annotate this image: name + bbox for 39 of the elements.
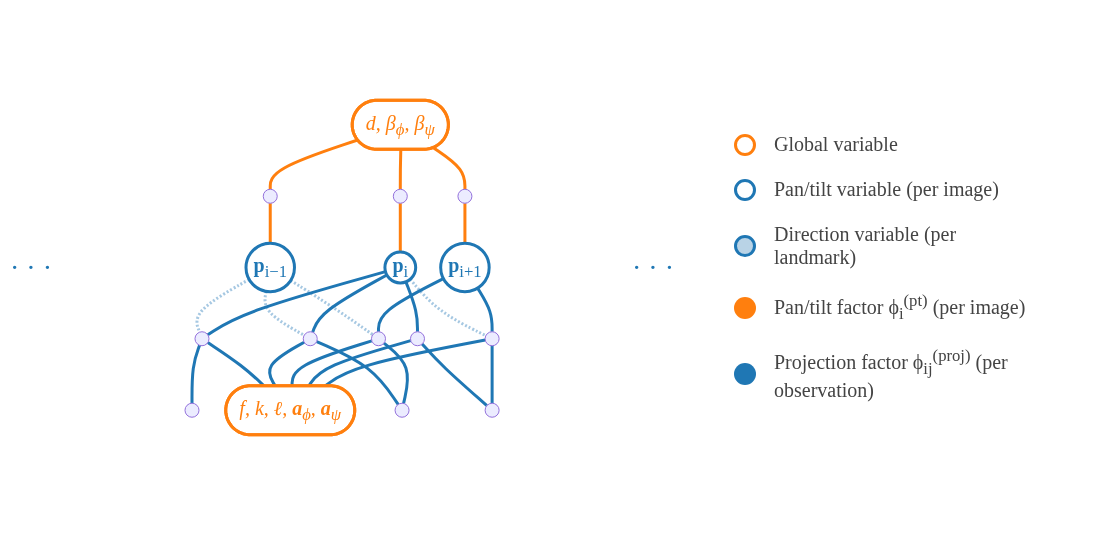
connector [376, 277, 444, 332]
node-circle [392, 188, 408, 204]
legend-text: Pan/tilt factor ϕ$_{i}$$^{(pt)}$ (per image) [773, 291, 1027, 324]
node-circle: p$_{i−1}$ [244, 241, 296, 294]
legend-text: Direction variable (per landmark) [773, 223, 958, 270]
node-circle: p$_{i+1}$ [439, 241, 491, 294]
node-circle [394, 402, 410, 418]
node-circle [262, 188, 278, 204]
connector [432, 146, 467, 190]
node-circle [484, 402, 500, 418]
node-circle [370, 331, 386, 347]
legend-text: Projection factor ϕ$_{ij}$$^{(proj)}$ (per observation) [773, 346, 1009, 402]
node-circle [194, 331, 210, 347]
ellipsis: · · · [9, 251, 53, 284]
connector [268, 203, 272, 244]
connector [195, 278, 250, 333]
connector [490, 345, 494, 404]
node-circle [457, 188, 473, 204]
node-circle [184, 402, 200, 418]
connector [190, 344, 201, 404]
node-circle [302, 331, 318, 347]
connector [420, 342, 488, 407]
legend-text: Global variable [773, 133, 899, 157]
connector [398, 203, 402, 253]
connector [404, 281, 419, 332]
connector [408, 278, 487, 337]
node-circle: p$_{i}$ [383, 250, 418, 285]
node-circle [484, 331, 500, 347]
connector [268, 138, 359, 190]
connector [315, 340, 400, 406]
connector [463, 203, 467, 244]
connector [206, 270, 386, 337]
connector [476, 287, 494, 332]
ellipsis: · · · [631, 251, 675, 284]
connector [382, 341, 409, 404]
legend-text: Pan/tilt variable (per image) [773, 178, 1000, 202]
connector [311, 273, 388, 333]
connector [398, 149, 403, 190]
node-circle [409, 331, 425, 347]
